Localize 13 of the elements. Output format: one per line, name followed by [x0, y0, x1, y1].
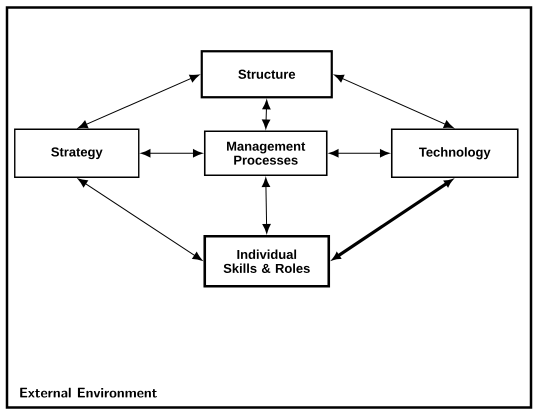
- box: Individual Skills & Roles: [203, 234, 330, 288]
- box: Structure: [200, 50, 333, 98]
- box: Management Processes: [204, 130, 328, 176]
- arrow: [328, 149, 390, 158]
- arrow: [78, 74, 200, 128]
- arrow: [140, 149, 203, 158]
- arrow: [262, 100, 271, 130]
- arrow: [262, 177, 271, 234]
- arrow: [334, 74, 454, 128]
- box: Technology: [390, 128, 519, 178]
- arrow: [78, 178, 202, 261]
- box: Strategy: [14, 128, 140, 178]
- arrow: [332, 179, 452, 260]
